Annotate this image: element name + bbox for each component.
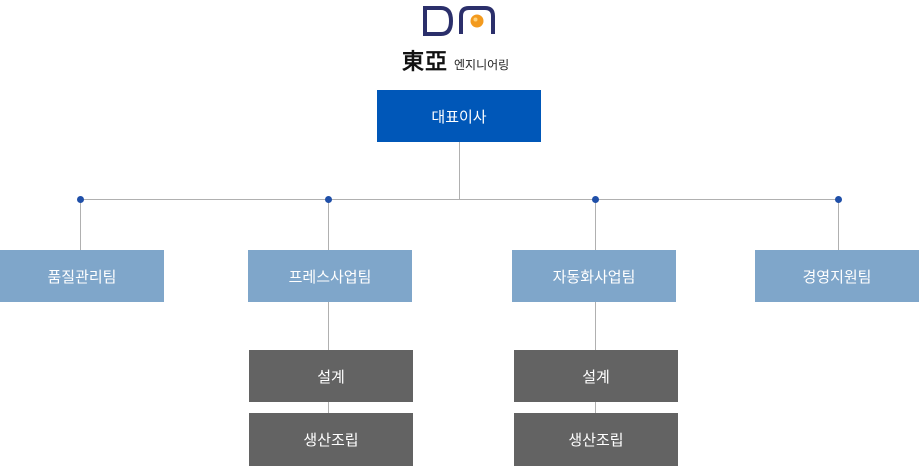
- connector-team-2: [328, 200, 329, 250]
- auto-design-box: 설계: [514, 350, 678, 402]
- connector-team-1: [80, 200, 81, 250]
- logo-hanja: 東亞: [402, 49, 449, 75]
- connector-ceo-down: [459, 141, 460, 200]
- ceo-box: 대표이사: [377, 90, 541, 142]
- logo-korean: 엔지니어링: [454, 58, 510, 72]
- connector-team-4: [838, 200, 839, 250]
- node-dot-4: [835, 196, 842, 203]
- team-automation-label: 자동화사업팀: [552, 267, 636, 286]
- connector-team-3: [595, 200, 596, 250]
- node-dot-2: [325, 196, 332, 203]
- press-production-box: 생산조립: [249, 413, 413, 466]
- press-production-label: 생산조립: [303, 431, 359, 449]
- auto-production-box: 생산조립: [514, 413, 678, 466]
- node-dot-1: [77, 196, 84, 203]
- team-quality: 품질관리팀: [0, 250, 164, 302]
- connector-horizontal: [81, 199, 839, 200]
- team-quality-label: 품질관리팀: [47, 267, 117, 286]
- team-management-support: 경영지원팀: [755, 250, 919, 302]
- team-automation: 자동화사업팀: [512, 250, 676, 302]
- press-design-label: 설계: [317, 367, 345, 386]
- team-management-label: 경영지원팀: [802, 267, 872, 286]
- team-press-label: 프레스사업팀: [288, 267, 372, 286]
- auto-design-label: 설계: [582, 367, 610, 386]
- logo-wordmark: 東亞 엔지니어링: [402, 44, 509, 76]
- node-dot-3: [592, 196, 599, 203]
- team-press: 프레스사업팀: [248, 250, 412, 302]
- ceo-label: 대표이사: [431, 107, 487, 126]
- logo-mark-icon: [423, 6, 495, 36]
- auto-production-label: 생산조립: [568, 431, 624, 449]
- press-design-box: 설계: [249, 350, 413, 402]
